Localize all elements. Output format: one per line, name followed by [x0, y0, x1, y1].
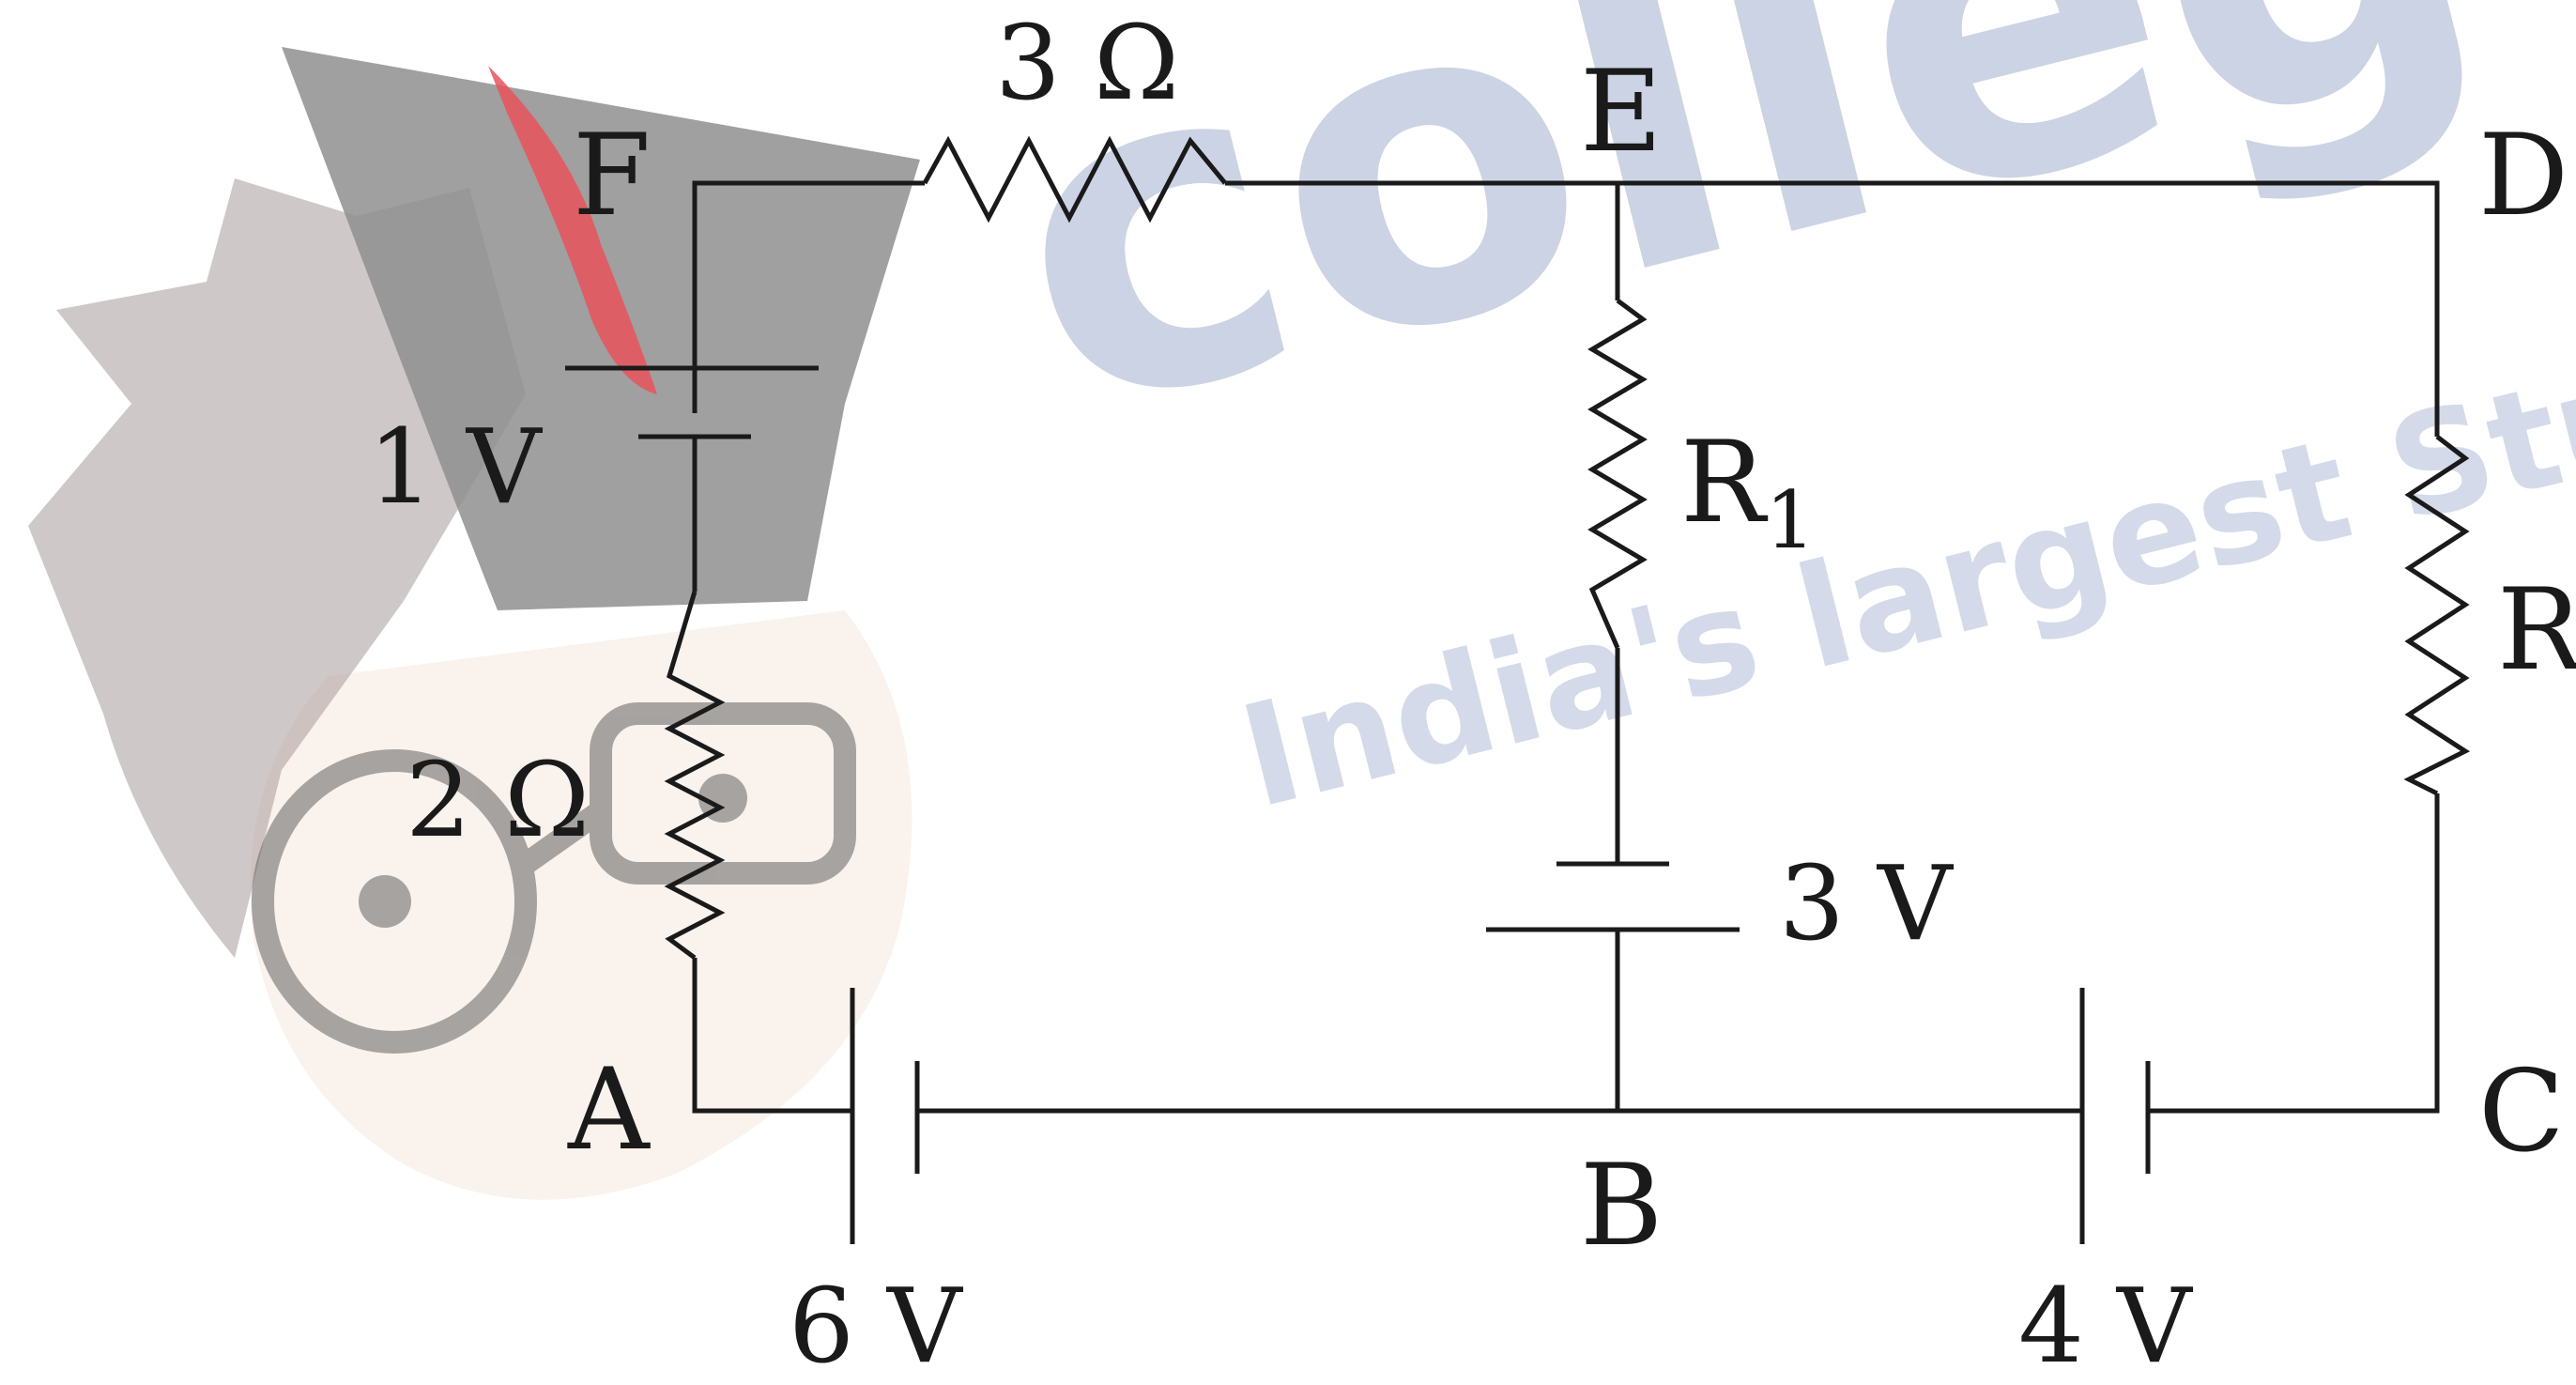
mascot-tassel [488, 66, 657, 394]
resistor-3-ohm-label: 3 Ω [995, 3, 1179, 123]
node-label-a: A [567, 1045, 651, 1176]
resistor-3-ohm [922, 135, 1227, 223]
resistor-2-ohm [664, 591, 726, 961]
resistor-r1-label: R1 [1680, 418, 1816, 566]
node-label-b: B [1580, 1141, 1663, 1271]
resistor-r1-letter: R [1680, 418, 1769, 548]
node-label-e: E [1580, 47, 1663, 177]
mascot-hair [28, 178, 526, 958]
battery-1v-label: 1 V [368, 407, 544, 527]
resistor-r [2403, 435, 2471, 796]
battery-4v-label: 4 V [2018, 1266, 2194, 1385]
mascot-glasses [252, 702, 856, 1054]
mascot-eye-left [359, 875, 411, 928]
battery-3v-label: 3 V [1779, 843, 1955, 963]
wire-right-bottom [2148, 793, 2440, 1114]
resistor-r1-subscript: 1 [1765, 474, 1815, 566]
resistor-2-ohm-label: 2 Ω [406, 740, 590, 860]
node-label-f: F [573, 111, 651, 241]
mascot-logo [28, 47, 920, 1200]
circuit [565, 135, 2471, 1244]
node-label-d: D [2478, 111, 2568, 241]
resistor-r-label: R [2497, 565, 2576, 696]
node-label-c: C [2478, 1047, 2565, 1177]
wire-top-right [1225, 180, 2440, 437]
wire-a-corner [692, 958, 852, 1114]
battery-6v-label: 6 V [789, 1266, 964, 1385]
watermark: colleg India's largest Stud [28, 0, 2576, 1200]
resistor-r1 [1587, 298, 1648, 649]
labels: F E D C B A 3 Ω 2 Ω R1 R 1 V 3 V 6 V 4 V [368, 3, 2576, 1385]
